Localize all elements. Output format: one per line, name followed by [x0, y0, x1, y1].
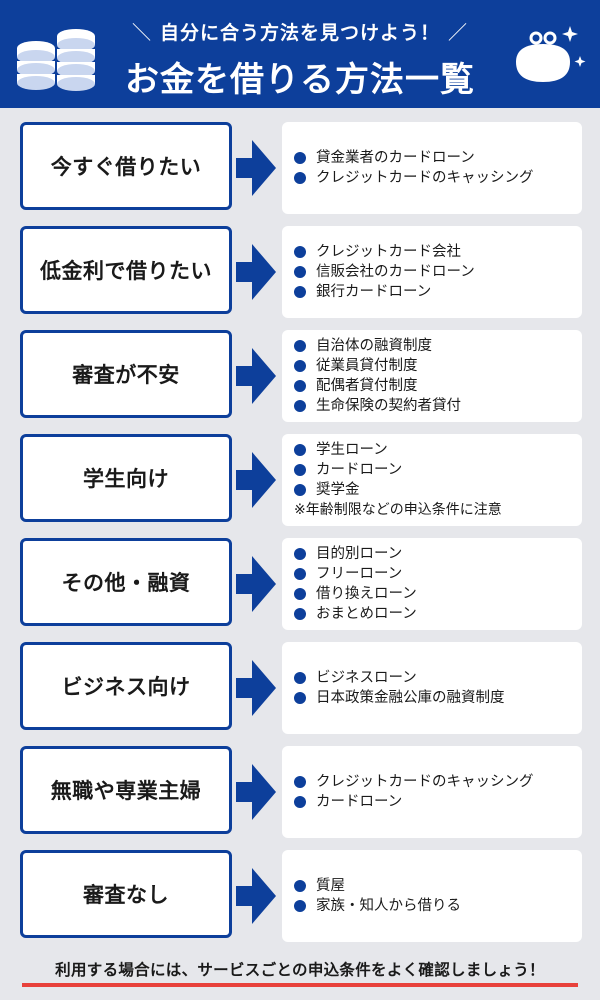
list-item: 奨学金	[294, 480, 582, 500]
subtitle-text: 自分に合う方法を見つけよう！	[159, 22, 440, 44]
list-item-text: 日本政策金融公庫の融資制度	[316, 690, 505, 706]
method-list-panel: 目的別ローンフリーローン借り換えローンおまとめローン	[282, 538, 582, 630]
list-item: 信販会社のカードローン	[294, 262, 582, 282]
method-list-panel: 自治体の融資制度従業員貸付制度配偶者貸付制度生命保険の契約者貸付	[282, 330, 582, 422]
caution-note: ※年齢制限などの申込条件に注意	[294, 502, 502, 518]
list-item: フリーローン	[294, 564, 582, 584]
list-item-text: 自治体の融資制度	[316, 338, 432, 354]
bullet-dot-icon	[294, 444, 306, 456]
bullet-dot-icon	[294, 464, 306, 476]
list-item: 学生ローン	[294, 440, 582, 460]
list-item-text: ビジネスローン	[316, 670, 417, 686]
list-item-text: クレジットカードのキャッシング	[316, 170, 534, 186]
wallet-icon	[516, 26, 586, 82]
bullet-dot-icon	[294, 152, 306, 164]
bullet-dot-icon	[294, 900, 306, 912]
list-item: カードローン	[294, 460, 582, 480]
list-item: ビジネスローン	[294, 668, 582, 688]
category-label: 審査が不安	[20, 330, 232, 418]
bullet-dot-icon	[294, 672, 306, 684]
list-item-text: 配偶者貸付制度	[316, 378, 418, 394]
category-label: その他・融資	[20, 538, 232, 626]
list-item: クレジットカードのキャッシング	[294, 772, 582, 792]
category-label: 学生向け	[20, 434, 232, 522]
arrow-right-icon	[236, 556, 276, 612]
bullet-dot-icon	[294, 692, 306, 704]
list-item-text: カードローン	[316, 462, 403, 478]
coin-stack-icon	[17, 29, 95, 91]
list-item: 銀行カードローン	[294, 282, 582, 302]
bullet-dot-icon	[294, 880, 306, 892]
method-list-panel: クレジットカード会社信販会社のカードローン銀行カードローン	[282, 226, 582, 318]
bullet-dot-icon	[294, 796, 306, 808]
bullet-dot-icon	[294, 172, 306, 184]
list-item-text: 学生ローン	[316, 442, 388, 458]
list-item-text: 借り換えローン	[316, 586, 417, 602]
list-item-text: 信販会社のカードローン	[316, 264, 475, 280]
list-item-text: 家族・知人から借りる	[316, 898, 461, 914]
header-subtitle: ＼自分に合う方法を見つけよう！／	[131, 22, 469, 44]
arrow-right-icon	[236, 244, 276, 300]
bullet-dot-icon	[294, 548, 306, 560]
list-item: 生命保険の契約者貸付	[294, 396, 582, 416]
list-item-text: 貸金業者のカードローン	[316, 150, 475, 166]
list-item: クレジットカード会社	[294, 242, 582, 262]
method-list-panel: クレジットカードのキャッシングカードローン	[282, 746, 582, 838]
bullet-dot-icon	[294, 246, 306, 258]
method-list-panel: 質屋家族・知人から借りる	[282, 850, 582, 942]
arrow-right-icon	[236, 764, 276, 820]
arrow-right-icon	[236, 348, 276, 404]
bullet-dot-icon	[294, 360, 306, 372]
list-item-text: フリーローン	[316, 566, 403, 582]
bullet-dot-icon	[294, 400, 306, 412]
header-banner: ＼自分に合う方法を見つけよう！／ お金を借りる方法一覧	[0, 0, 600, 108]
page-title: お金を借りる方法一覧	[125, 60, 475, 100]
method-list-panel: 貸金業者のカードローンクレジットカードのキャッシング	[282, 122, 582, 214]
footer-note: 利用する場合には、サービスごとの申込条件をよく確認しましょう！	[55, 961, 545, 979]
bullet-dot-icon	[294, 484, 306, 496]
list-item-text: カードローン	[316, 794, 403, 810]
list-item: 目的別ローン	[294, 544, 582, 564]
list-item-text: クレジットカードのキャッシング	[316, 774, 534, 790]
category-label: ビジネス向け	[20, 642, 232, 730]
list-item: 質屋	[294, 876, 582, 896]
bullet-dot-icon	[294, 608, 306, 620]
bullet-dot-icon	[294, 588, 306, 600]
list-item: 従業員貸付制度	[294, 356, 582, 376]
list-item: カードローン	[294, 792, 582, 812]
list-item-text: クレジットカード会社	[316, 244, 461, 260]
list-item-text: 生命保険の契約者貸付	[316, 398, 461, 414]
bullet-dot-icon	[294, 568, 306, 580]
list-item-text: 目的別ローン	[316, 546, 403, 562]
list-item-text: 奨学金	[316, 482, 360, 498]
list-item: 日本政策金融公庫の融資制度	[294, 688, 582, 708]
list-item-text: おまとめローン	[316, 606, 417, 622]
arrow-right-icon	[236, 660, 276, 716]
arrow-right-icon	[236, 868, 276, 924]
list-item: 自治体の融資制度	[294, 336, 582, 356]
list-item: 家族・知人から借りる	[294, 896, 582, 916]
list-item: 貸金業者のカードローン	[294, 148, 582, 168]
method-list-panel: ビジネスローン日本政策金融公庫の融資制度	[282, 642, 582, 734]
bullet-dot-icon	[294, 286, 306, 298]
list-item-text: 銀行カードローン	[316, 284, 432, 300]
list-item: おまとめローン	[294, 604, 582, 624]
arrow-right-icon	[236, 140, 276, 196]
category-label: 今すぐ借りたい	[20, 122, 232, 210]
list-item: 配偶者貸付制度	[294, 376, 582, 396]
list-item-text: 質屋	[316, 878, 345, 894]
list-item: 借り換えローン	[294, 584, 582, 604]
method-list-panel: 学生ローンカードローン奨学金 ※年齢制限などの申込条件に注意	[282, 434, 582, 526]
list-item-text: 従業員貸付制度	[316, 358, 418, 374]
arrow-right-icon	[236, 452, 276, 508]
category-label: 審査なし	[20, 850, 232, 938]
category-label: 無職や専業主婦	[20, 746, 232, 834]
category-label: 低金利で借りたい	[20, 226, 232, 314]
bullet-dot-icon	[294, 380, 306, 392]
footer-underline	[22, 983, 578, 987]
bullet-dot-icon	[294, 776, 306, 788]
bullet-dot-icon	[294, 340, 306, 352]
bullet-dot-icon	[294, 266, 306, 278]
list-item: クレジットカードのキャッシング	[294, 168, 582, 188]
